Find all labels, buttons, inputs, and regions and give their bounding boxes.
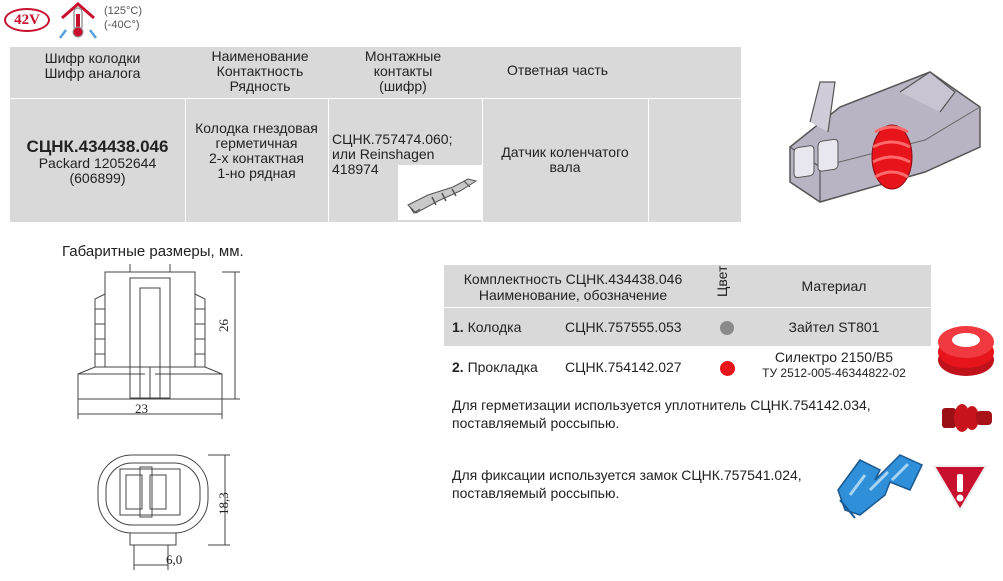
seal-note-line2: поставляемый россыпью. — [452, 415, 620, 431]
seal-plug-image — [938, 398, 996, 438]
header-contacts-line3: (шифр) — [379, 78, 427, 94]
analog-line2: (606899) — [69, 170, 126, 186]
name-line1: Колодка гнездовая — [195, 120, 318, 136]
kit-row-num: 2. — [452, 359, 464, 375]
table-row: СЦНК.434438.046 Packard 12052644 (606899… — [10, 99, 741, 222]
thermometer-icon — [58, 2, 98, 40]
dimensions-title: Габаритные размеры, мм. — [62, 243, 244, 260]
header-rows-line: Рядность — [229, 78, 291, 94]
temp-max: (125°C) — [104, 5, 143, 17]
table-row: 1. Колодка СЦНК.757555.053 Зайтел ST801 — [444, 308, 931, 346]
temperature-range: (125°C) (-40C°) — [104, 4, 142, 32]
cell-mate: Датчик коленчатого вала — [482, 145, 648, 175]
table-row: 2. Прокладка СЦНК.754142.027 Силектро 21… — [444, 347, 931, 389]
table-header: Шифр колодки Шифр аналога Наименование К… — [10, 47, 741, 98]
mate-line1: Датчик коленчатого — [501, 144, 629, 160]
kit-header-line2: Наименование, обозначение — [478, 287, 668, 303]
kit-header-line1: Комплектность СЦНК.434438.046 — [463, 271, 683, 287]
header-analog-line: Шифр аналога — [44, 65, 141, 81]
lock-note-line1: Для фиксации используется замок СЦНК.757… — [452, 467, 802, 483]
gasket-image — [935, 320, 997, 382]
header-name-line: Наименование — [211, 48, 309, 64]
column-divider — [482, 99, 483, 222]
kit-header-material: Материал — [801, 278, 867, 294]
dimension-drawing-side — [70, 264, 250, 434]
header-mate: Ответная часть — [506, 62, 609, 78]
name-line3: 2-х контактная — [209, 150, 304, 166]
analog-line1: Packard 12052644 — [38, 155, 157, 171]
mate-line2: вала — [549, 159, 581, 175]
kit-row-title: Колодка — [467, 319, 522, 335]
header-contacts-count-line: Контактность — [216, 63, 304, 79]
dimension-width-label: 23 — [135, 401, 148, 416]
dimension-depth-label: 18,3 — [216, 492, 231, 515]
header-code-line: Шифр колодки — [44, 50, 141, 66]
terminal-image — [398, 165, 482, 220]
lock-note: Для фиксации используется замок СЦНК.757… — [452, 466, 802, 502]
column-divider — [648, 99, 649, 222]
name-line4: 1-но рядная — [217, 165, 296, 181]
kit-row-title: Прокладка — [467, 359, 538, 375]
connector-illustration — [780, 52, 995, 217]
kit-header-title: Комплектность СЦНК.434438.046 Наименован… — [448, 271, 698, 303]
contacts-line1: СЦНК.757474.060; — [332, 131, 453, 147]
connector-spec-table: Шифр колодки Шифр аналога Наименование К… — [10, 47, 741, 222]
header-contacts-line1: Монтажные — [364, 48, 442, 64]
kit-row-material: Зайтел ST801 — [788, 319, 880, 335]
kit-row-name: 2. Прокладка — [452, 359, 538, 375]
kit-header-color: Цвет — [714, 265, 730, 297]
dimension-height-label: 26 — [216, 319, 231, 332]
material-line2: ТУ 2512-005-46344822-02 — [762, 366, 906, 380]
warning-icon — [930, 462, 990, 514]
kit-table-header: Комплектность СЦНК.434438.046 Наименован… — [444, 265, 931, 307]
lock-image — [830, 440, 928, 522]
header-contacts: Монтажные контакты (шифр) — [328, 49, 478, 94]
dimension-pitch-label: 6,0 — [166, 552, 183, 567]
header-name: Наименование Контактность Рядность — [185, 49, 335, 94]
cell-name: Колодка гнездовая герметичная 2-х контак… — [185, 121, 328, 181]
kit-row-code: СЦНК.757555.053 — [565, 319, 682, 335]
connector-code: СЦНК.434438.046 — [26, 137, 169, 156]
color-swatch-gray — [720, 321, 734, 335]
seal-note: Для герметизации используется уплотнител… — [452, 396, 871, 432]
cell-code: СЦНК.434438.046 Packard 12052644 (606899… — [10, 137, 185, 186]
header-code: Шифр колодки Шифр аналога — [10, 51, 175, 81]
column-divider — [328, 99, 329, 222]
kit-row-num: 1. — [452, 319, 464, 335]
kit-row-name: 1. Колодка — [452, 319, 521, 335]
color-swatch-red — [720, 361, 735, 376]
kit-row-material: Силектро 2150/В5 ТУ 2512-005-46344822-02 — [744, 349, 924, 381]
kit-row-code: СЦНК.754142.027 — [565, 359, 682, 375]
seal-note-line1: Для герметизации используется уплотнител… — [452, 397, 871, 413]
name-line2: герметичная — [215, 135, 298, 151]
column-divider — [185, 99, 186, 222]
header-contacts-line2: контакты — [373, 63, 433, 79]
material-line1: Силектро 2150/В5 — [774, 349, 894, 365]
temp-min: (-40C°) — [104, 19, 140, 31]
cell-contacts: СЦНК.757474.060; или Reinshagen 418974 — [332, 132, 482, 177]
contacts-line2: или Reinshagen — [332, 146, 435, 162]
voltage-badge: 42V — [4, 8, 50, 32]
contacts-line3: 418974 — [332, 161, 379, 177]
dimension-drawing-front — [90, 445, 250, 575]
lock-note-line2: поставляемый россыпью. — [452, 485, 620, 501]
